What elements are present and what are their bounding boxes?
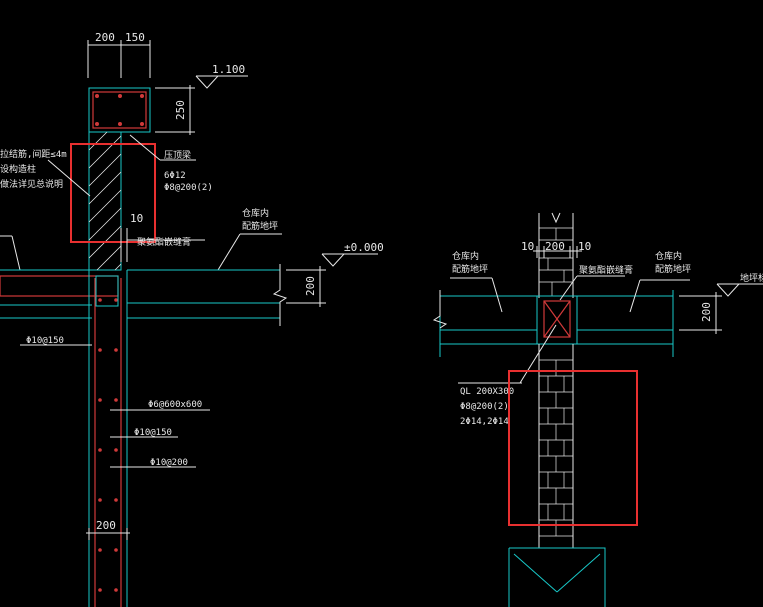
right-section-detail: 10 200 10 仓 [432, 212, 763, 607]
dim-200-wall: 200 [96, 519, 116, 532]
note-floor-elevation: 地坪标高 [740, 272, 763, 284]
rebar-phi10-150-a: Φ10@150 [26, 336, 64, 346]
note-wall-tie: 拉结筋,间距≤4m [0, 148, 67, 160]
note-joint-sealant-right: 聚氨酯嵌缝膏 [579, 264, 633, 276]
rebar-phi10-200: Φ10@200 [150, 458, 188, 468]
note-6phi12: 6Φ12 [164, 171, 186, 181]
note-ql-rebar: 2Φ14,2Φ14 [460, 417, 509, 427]
note-see-general: 做法详见总说明 [0, 178, 63, 190]
note-reinforced-floor-right-b: 配筋地坪 [655, 263, 691, 275]
elevation-1100: 1.100 [212, 63, 245, 76]
dim-250: 250 [174, 100, 187, 120]
note-warehouse-right-a: 仓库内 [452, 250, 479, 262]
note-joint-sealant-left: 聚氨酯嵌缝膏 [137, 236, 191, 248]
note-reinforced-floor-right-a: 配筋地坪 [452, 263, 488, 275]
left-section-detail: 200 150 1.100 250 [0, 31, 384, 607]
highlight-box-right[interactable] [508, 370, 638, 526]
dim-150-top: 150 [125, 31, 145, 44]
note-structural-column: 设构造柱 [0, 163, 36, 175]
elevation-zero-left: ±0.000 [344, 241, 384, 254]
dim-200-right: 200 [545, 240, 565, 253]
note-ql-beam: QL 200X300 [460, 387, 514, 397]
dim-10-right-b: 10 [578, 240, 591, 253]
brick-courses [539, 359, 573, 537]
dim-200-slab-right: 200 [700, 302, 713, 322]
highlight-box-left[interactable] [70, 143, 156, 243]
dim-10-right-a: 10 [521, 240, 534, 253]
note-reinforced-floor-left: 配筋地坪 [242, 220, 278, 232]
note-warehouse-left: 仓库内 [242, 207, 269, 219]
note-warehouse-right-b: 仓库内 [655, 250, 682, 262]
dim-200-top: 200 [95, 31, 115, 44]
note-coping-beam: 压顶梁 [164, 149, 191, 161]
dim-10-left: 10 [130, 212, 143, 225]
rebar-phi6-600: Φ6@600x600 [148, 400, 202, 410]
note-phi8-200: Φ8@200(2) [164, 183, 213, 193]
note-ql-stirrup: Φ8@200(2) [460, 402, 509, 412]
rebar-phi10-150-b: Φ10@150 [134, 428, 172, 438]
dim-200-slab-left: 200 [304, 276, 317, 296]
